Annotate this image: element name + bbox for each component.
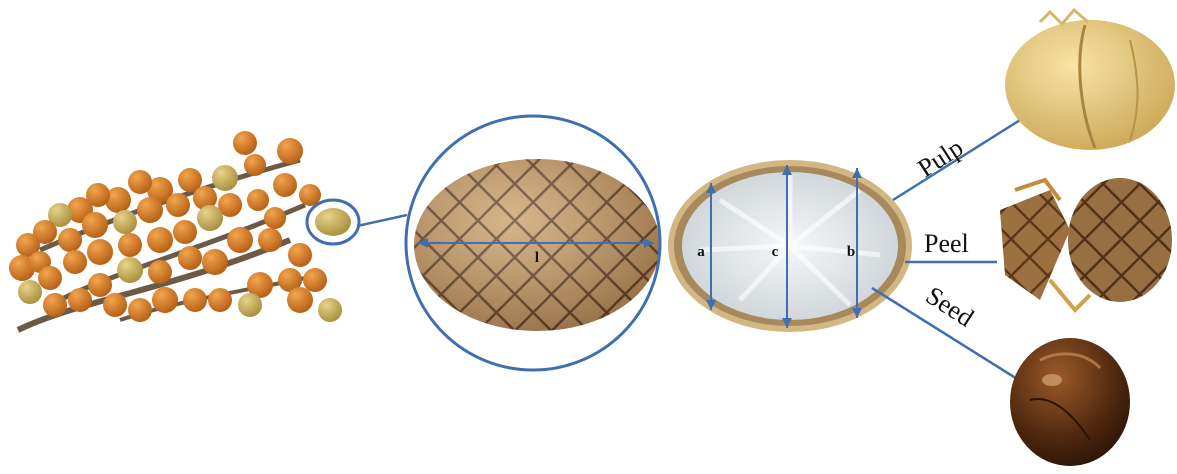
berry [63, 250, 87, 274]
berry [128, 298, 152, 322]
fruit-bunch-photo [9, 131, 351, 330]
berry [118, 233, 142, 257]
berry [173, 220, 197, 244]
berry [264, 207, 286, 229]
highlighted-berry [315, 208, 351, 236]
berry [244, 154, 266, 176]
berry [233, 131, 257, 155]
berry [197, 205, 223, 231]
berry [68, 288, 92, 312]
berry [247, 189, 269, 211]
berry [277, 138, 303, 164]
seed-photo [1010, 338, 1130, 466]
zoom-connector-line [357, 215, 407, 226]
berry [137, 197, 163, 223]
berry [148, 260, 172, 284]
berry [287, 287, 313, 313]
pulp-label: Pulp [912, 133, 968, 183]
berry [212, 165, 238, 191]
berry [178, 246, 202, 270]
berry [288, 243, 312, 267]
pulp-photo [1005, 10, 1175, 150]
berry [208, 288, 232, 312]
berry [88, 273, 112, 297]
berry [87, 239, 113, 265]
berry [238, 293, 262, 317]
berry [128, 170, 152, 194]
peel-label: Peel [924, 229, 969, 258]
berry [152, 287, 178, 313]
berry [318, 298, 342, 322]
width-b-label: b [847, 244, 855, 260]
berry [303, 268, 327, 292]
berry [58, 228, 82, 252]
berry [258, 228, 282, 252]
peel-photo [1000, 178, 1172, 310]
berry [166, 193, 190, 217]
berry [147, 227, 173, 253]
berry [103, 293, 127, 317]
berry [202, 249, 228, 275]
berry [18, 280, 42, 304]
berry [38, 266, 62, 290]
berry [273, 173, 297, 197]
berry [117, 257, 143, 283]
length-label: l [535, 250, 539, 266]
berry [82, 212, 108, 238]
magnified-fruit: l [406, 116, 660, 370]
berry [43, 293, 67, 317]
berry [227, 227, 253, 253]
cross-section: a c b [668, 160, 912, 332]
width-a-label: a [697, 244, 705, 260]
width-c-label: c [772, 244, 779, 260]
berry [183, 288, 207, 312]
berry [113, 210, 137, 234]
